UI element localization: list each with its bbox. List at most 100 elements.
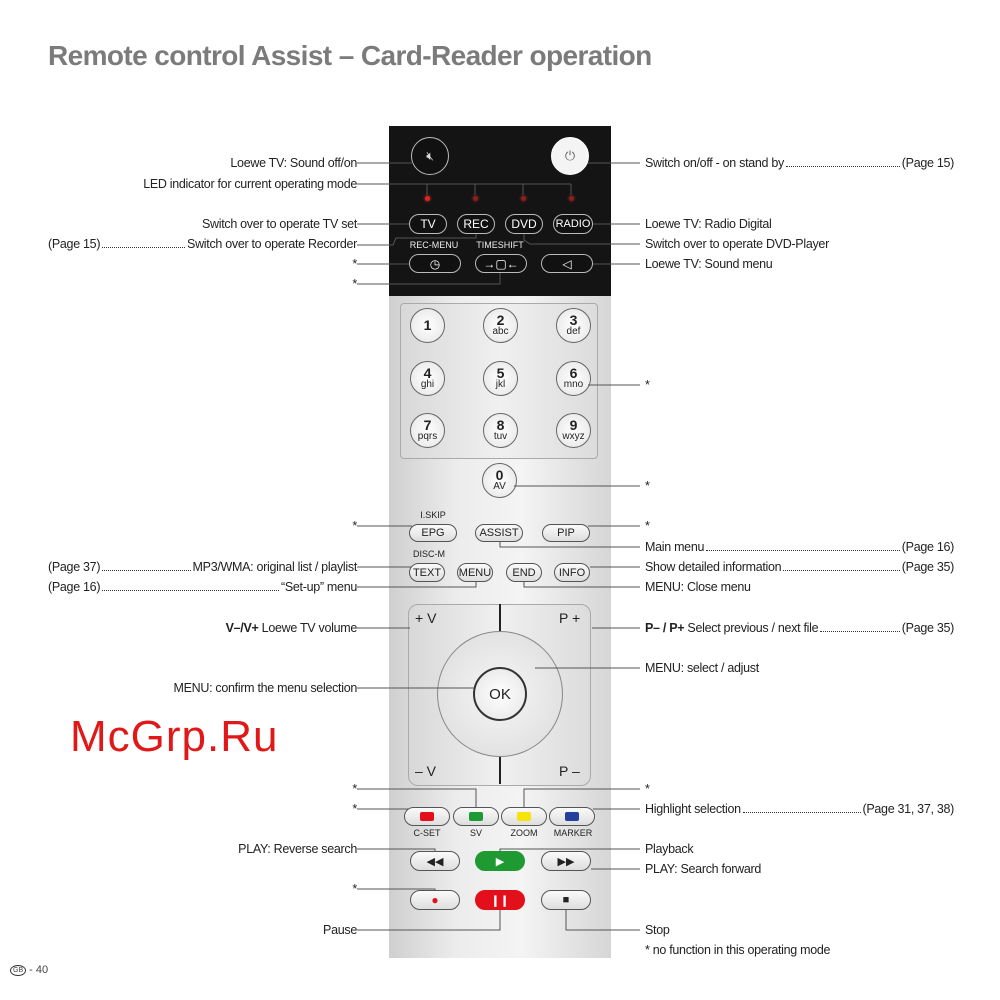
rewind-button[interactable]: ◀◀ [410, 851, 460, 871]
key-letters: tuv [493, 431, 508, 442]
record-button[interactable]: ● [410, 890, 460, 910]
label-star: * [352, 277, 357, 291]
key-letters: def [566, 326, 581, 337]
mute-button[interactable]: 🔇︎ [411, 137, 449, 175]
program-down-button[interactable]: P – [559, 763, 580, 779]
rec-menu-label: REC-MENU [409, 240, 459, 250]
rec-button[interactable]: REC [457, 214, 495, 234]
key-0-av[interactable]: 0 AV [482, 463, 517, 498]
tv-button[interactable]: TV [409, 214, 447, 234]
program-up-button[interactable]: P + [559, 610, 581, 626]
assist-button[interactable]: ASSIST [475, 524, 523, 542]
play-button[interactable]: ▶ [475, 851, 525, 871]
label-text: MP3/WMA: original list / playlist [192, 560, 358, 574]
end-button[interactable]: END [506, 563, 542, 582]
stop-icon: ■ [562, 894, 570, 906]
label-star: * [645, 378, 650, 392]
blue-button[interactable] [549, 807, 595, 826]
key-letters: jkl [495, 379, 506, 390]
radio-button[interactable]: RADIO [553, 214, 593, 234]
rewind-icon: ◀◀ [426, 855, 444, 868]
speaker-icon: ◁ [562, 256, 572, 271]
label-star: * [352, 257, 357, 271]
key-number: 6 [569, 365, 578, 381]
page-ref: (Page 35) [901, 560, 955, 574]
green-swatch [469, 812, 483, 821]
page-ref: (Page 15) [48, 237, 101, 251]
epg-button[interactable]: EPG [409, 524, 457, 542]
label-star: * [645, 519, 650, 533]
label-close-menu: MENU: Close menu [645, 580, 751, 594]
red-button[interactable] [404, 807, 450, 826]
red-swatch [420, 812, 434, 821]
label-text: Show detailed information [645, 560, 782, 574]
pause-icon: ❙❙ [490, 894, 510, 907]
label-search-forward: PLAY: Search forward [645, 862, 762, 876]
clock-icon: ◷ [429, 256, 441, 271]
label-sound-menu: Loewe TV: Sound menu [645, 257, 773, 271]
label-reverse-search: PLAY: Reverse search [238, 842, 357, 856]
fast-forward-button[interactable]: ▶▶ [541, 851, 591, 871]
page-ref: (Page 37) [48, 560, 101, 574]
led-indicator-radio [569, 196, 574, 201]
page-number: - 40 [29, 964, 49, 976]
page-ref: (Page 16) [48, 580, 101, 594]
pip-button[interactable]: PIP [542, 524, 590, 542]
key-1[interactable]: 1 [410, 308, 445, 343]
label-mp3-playlist: (Page 37) MP3/WMA: original list / playli… [48, 560, 357, 574]
menu-button[interactable]: MENU [457, 563, 493, 582]
volume-up-button[interactable]: + V [415, 610, 437, 626]
label-led-indicator: LED indicator for current operating mode [143, 177, 357, 191]
power-button[interactable]: ⏻ [551, 137, 589, 175]
dot-leader [820, 631, 900, 632]
key-letters: pqrs [417, 431, 438, 442]
timeshift-label: TIMESHIFT [476, 240, 524, 250]
label-volume: V–/V+ Loewe TV volume [225, 621, 358, 635]
green-button[interactable] [453, 807, 499, 826]
record-icon: ● [431, 893, 439, 907]
page-ref: (Page 35) [901, 621, 955, 635]
label-radio: Loewe TV: Radio Digital [645, 217, 772, 231]
pause-button[interactable]: ❙❙ [475, 890, 525, 910]
led-indicator-rec [473, 196, 478, 201]
yellow-button[interactable] [501, 807, 547, 826]
sound-menu-button[interactable]: ◁ [541, 254, 593, 273]
label-star: * [352, 802, 357, 816]
label-star: * [645, 782, 650, 796]
rec-menu-button[interactable]: ◷ [409, 254, 461, 273]
text-button[interactable]: TEXT [409, 563, 445, 582]
label-recorder-mode: (Page 15)Switch over to operate Recorder [48, 237, 357, 251]
label-ok: MENU: confirm the menu selection [173, 681, 357, 695]
volume-down-button[interactable]: – V [415, 763, 437, 779]
info-button[interactable]: INFO [554, 563, 590, 582]
label-text: Select previous / next file [684, 621, 819, 635]
stop-button[interactable]: ■ [541, 890, 591, 910]
label-pause: Pause [323, 923, 357, 937]
label-star: * [352, 782, 357, 796]
timeshift-icon: →▢← [483, 256, 519, 271]
nav-divider-bottom [499, 748, 501, 784]
dot-leader [102, 590, 279, 591]
page-ref: (Page 31, 37, 38) [862, 802, 955, 816]
label-dvd-mode: Switch over to operate DVD-Player [645, 237, 829, 251]
key-number: 0 [495, 467, 504, 483]
dvd-button[interactable]: DVD [505, 214, 543, 234]
label-bold: V–/V+ [225, 621, 259, 635]
timeshift-button[interactable]: →▢← [475, 254, 527, 273]
sv-label: SV [469, 828, 483, 838]
dot-leader [742, 812, 861, 813]
label-star: * [645, 479, 650, 493]
label-setup-menu: (Page 16)“Set-up” menu [48, 580, 357, 594]
dot-leader [102, 570, 191, 571]
ok-button[interactable]: OK [473, 667, 527, 721]
key-number: 2 [496, 312, 505, 328]
